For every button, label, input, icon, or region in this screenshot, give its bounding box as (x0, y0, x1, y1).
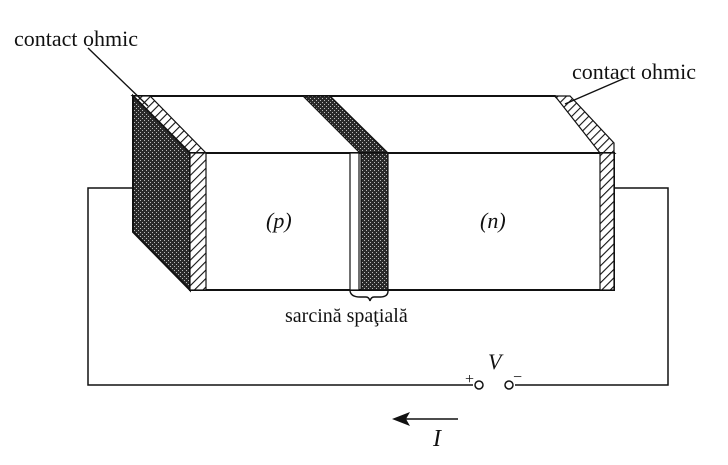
n-region-label: (n) (480, 208, 506, 233)
p-region-label: (p) (266, 208, 292, 233)
plus-sign: + (465, 371, 474, 388)
positive-terminal (474, 380, 484, 390)
circuit-wires (87, 187, 669, 386)
contact-left-label: contact ohmic (14, 26, 138, 51)
contact-right-label: contact ohmic (572, 59, 696, 84)
right-contact-front (599, 152, 615, 291)
right-contact-top (553, 95, 615, 154)
bar-front-face (189, 152, 615, 291)
minus-sign: − (513, 369, 522, 386)
voltage-label: V (488, 349, 504, 374)
space-charge-brace (349, 290, 389, 302)
right-contact-leader (564, 77, 626, 105)
left-contact-front (189, 152, 207, 291)
space-charge-n-side (360, 152, 389, 291)
current-arrow (392, 412, 458, 426)
space-charge-label: sarcină spaţială (285, 305, 408, 327)
left-contact-leader (87, 47, 149, 107)
space-charge-p-side (349, 152, 360, 291)
negative-terminal (504, 380, 514, 390)
current-label: I (432, 426, 442, 452)
